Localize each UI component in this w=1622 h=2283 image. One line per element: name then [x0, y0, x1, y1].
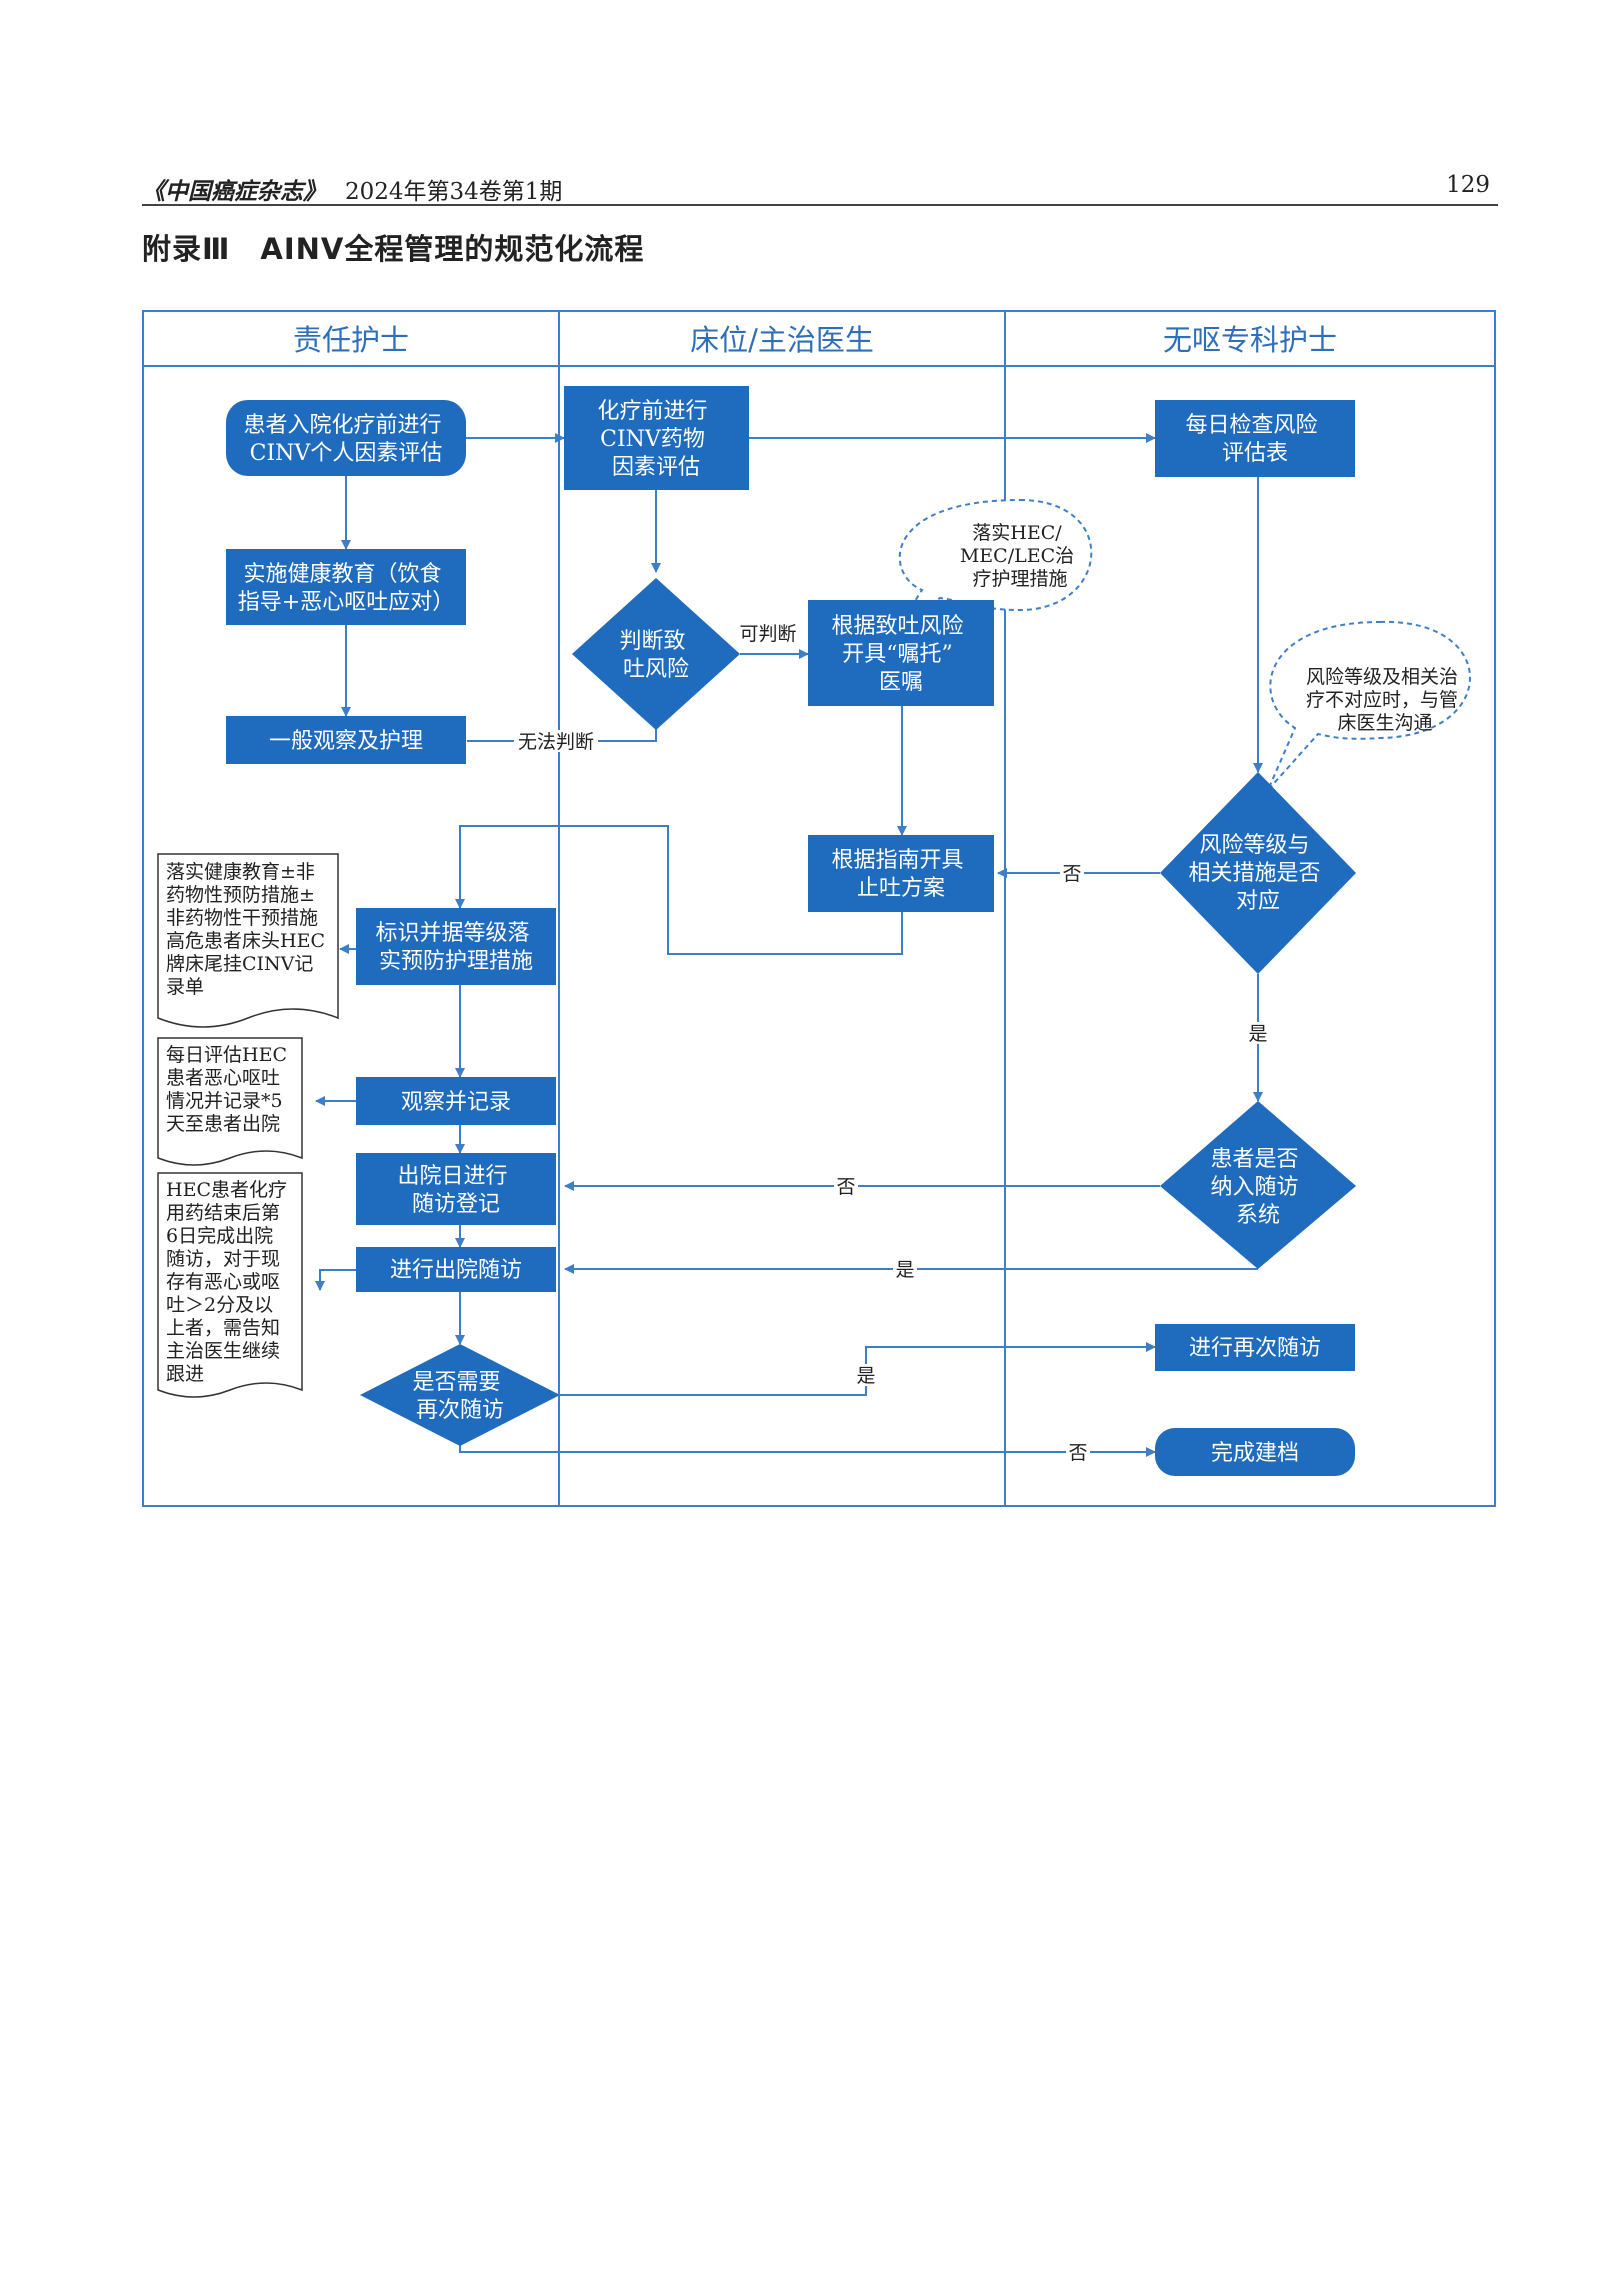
process-shapes: [226, 386, 1356, 1476]
cloud-texts: 落实HEC/ MEC/LEC治 疗护理措施 风险等级及相关治 疗不对应时，与管 …: [960, 522, 1464, 734]
doc-d1: [157, 853, 339, 1028]
n14-text: 是否需要 再次随访: [412, 1370, 507, 1423]
n17-text: 完成建档: [1211, 1441, 1299, 1466]
box-n12: [356, 1153, 556, 1225]
label-no-3: 否: [1068, 1442, 1087, 1464]
n15-text: 患者是否 纳入随访 系统: [1210, 1147, 1305, 1228]
doc-d1-text: 落实健康教育±非 药物性预防措施± 非药物性干预措施 高危患者床头HEC 牌床尾…: [166, 861, 331, 998]
n9-text: 风险等级与 相关措施是否 对应: [1188, 833, 1327, 914]
lane-header-specialist-nurse: 无呕专科护士: [1163, 323, 1337, 357]
box-n1: [226, 400, 466, 476]
box-n7: [808, 835, 994, 912]
doc-d2: [157, 1037, 303, 1166]
diamond-n15: [1160, 1101, 1356, 1269]
document-texts: 落实健康教育±非 药物性预防措施± 非药物性干预措施 高危患者床头HEC 牌床尾…: [166, 861, 331, 1385]
edge-labels: 可判断 无法判断 否 是 否 是 是 否: [514, 623, 1270, 1464]
cloud-c1: [898, 498, 1093, 626]
diamond-n9: [1160, 772, 1356, 974]
box-n16: [1155, 1324, 1355, 1371]
n8-text: 每日检查风险 评估表: [1185, 413, 1324, 466]
n12-text: 出院日进行 随访登记: [397, 1164, 514, 1217]
header-rule: [142, 204, 1498, 206]
lane-headers: 责任护士 床位/主治医生 无呕专科护士: [293, 323, 1337, 357]
box-n10: [356, 908, 556, 985]
speech-clouds: [898, 498, 1471, 791]
page-number: 129: [1446, 172, 1490, 198]
process-texts: 患者入院化疗前进行 CINV个人因素评估 实施健康教育（饮食 指导+恶心呕吐应对…: [238, 399, 1327, 1466]
lane-header-responsible-nurse: 责任护士: [293, 323, 409, 357]
box-n4: [564, 386, 749, 490]
journal-name: 《中国癌症杂志》: [142, 178, 326, 205]
label-no-1: 否: [1062, 863, 1081, 885]
edge-n7-n10: [455, 825, 903, 955]
document-shapes: [157, 853, 339, 1398]
label-can-judge: 可判断: [739, 623, 796, 645]
n13-text: 进行出院随访: [390, 1258, 522, 1283]
label-yes-3: 是: [856, 1365, 875, 1387]
swimlane-frame: [142, 310, 1496, 1507]
cloud-c2-text: 风险等级及相关治 疗不对应时，与管 床医生沟通: [1306, 666, 1464, 734]
n7-text: 根据指南开具 止吐方案: [831, 848, 970, 901]
box-n13: [356, 1247, 556, 1292]
label-no-2: 否: [836, 1176, 855, 1198]
journal-issue: 2024年第34卷第1期: [345, 179, 563, 205]
diamond-n14: [360, 1344, 560, 1446]
n6-text: 根据致吐风险 开具“嘱托” 医嘱: [831, 614, 970, 695]
n2-text: 实施健康教育（饮食 指导+恶心呕吐应对）: [238, 562, 454, 615]
label-cannot-judge: 无法判断: [518, 731, 594, 753]
cloud-c1-text: 落实HEC/ MEC/LEC治 疗护理措施: [960, 522, 1080, 590]
n1-text: 患者入院化疗前进行 CINV个人因素评估: [243, 413, 448, 466]
n5-text: 判断致 吐风险: [619, 629, 692, 682]
n4-text: 化疗前进行 CINV药物 因素评估: [597, 399, 714, 480]
box-n3: [226, 716, 466, 764]
label-yes-1: 是: [1248, 1023, 1267, 1045]
box-n2: [226, 549, 466, 625]
box-n17: [1155, 1428, 1355, 1476]
figure-title: 附录Ⅲ AINV全程管理的规范化流程: [142, 232, 645, 266]
box-n8: [1155, 400, 1355, 477]
box-n11: [356, 1077, 556, 1125]
edge-n13-d3: [315, 1269, 356, 1291]
n11-text: 观察并记录: [401, 1090, 511, 1115]
edge-n14-n17: [459, 1443, 1156, 1457]
label-yes-2: 是: [895, 1259, 914, 1281]
box-n6: [808, 600, 994, 706]
lane-header-doctor: 床位/主治医生: [690, 323, 874, 357]
cloud-c2: [1267, 620, 1471, 791]
doc-d2-text: 每日评估HEC 患者恶心呕吐 情况并记录*5 天至患者出院: [166, 1044, 293, 1135]
diamond-n5: [572, 578, 740, 730]
doc-d3: [157, 1172, 303, 1398]
n3-text: 一般观察及护理: [269, 729, 423, 754]
n10-text: 标识并据等级落 实预防护理措施: [375, 921, 536, 974]
n16-text: 进行再次随访: [1189, 1336, 1321, 1361]
doc-d3-text: HEC患者化疗 用药结束后第 6日完成出院 随访，对于现 存有恶心或呕 吐＞2分…: [166, 1179, 293, 1385]
